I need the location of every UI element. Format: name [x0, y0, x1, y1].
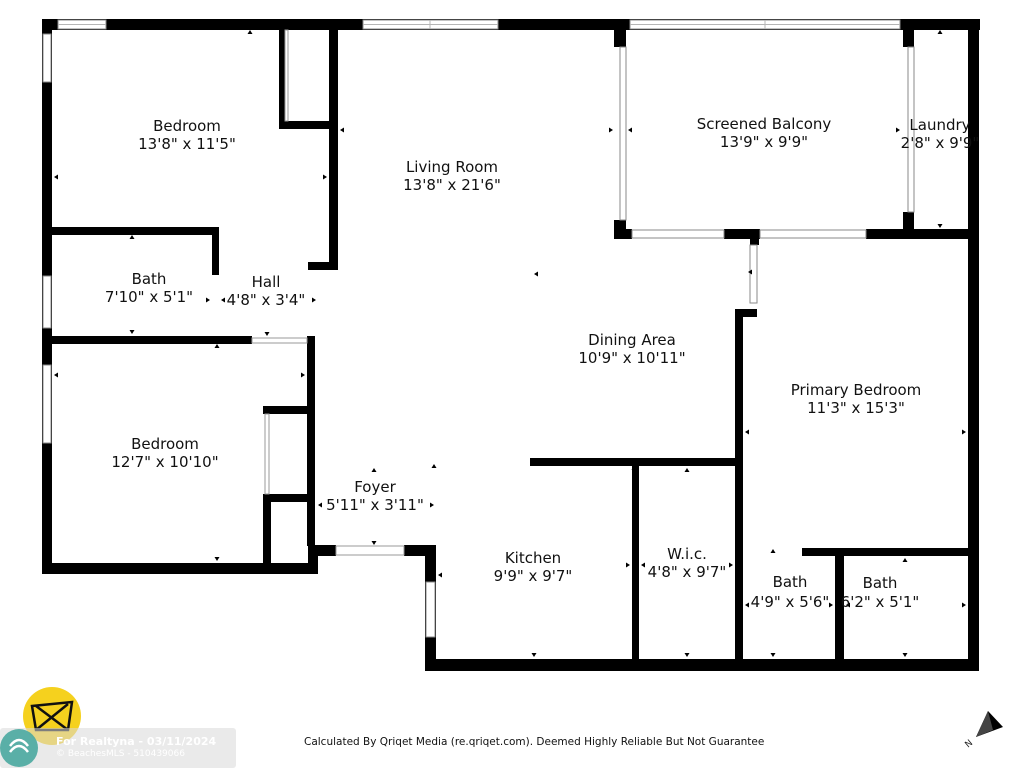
- room-foyer: Foyer 5'11" x 3'11": [326, 478, 424, 514]
- room-name: Screened Balcony: [697, 115, 832, 133]
- room-dining-area: Dining Area 10'9" x 10'11": [578, 331, 685, 367]
- room-dims: 6'2" x 5'1": [841, 593, 920, 611]
- room-wic: W.i.c. 4'8" x 9'7": [648, 545, 727, 581]
- room-dims: 4'8" x 3'4": [227, 291, 306, 309]
- room-dims: 13'8" x 21'6": [403, 176, 501, 194]
- dimension-ticks: [54, 30, 966, 657]
- room-name: Bedroom: [153, 117, 221, 135]
- room-name: Foyer: [354, 478, 396, 496]
- room-dims: 11'3" x 15'3": [807, 399, 905, 417]
- watermark-line-2: © BeachesMLS - 510439066: [56, 749, 185, 759]
- room-name: Bedroom: [131, 435, 199, 453]
- room-name: Bath: [773, 573, 808, 591]
- watermark-line-1: For Realtyna - 03/11/2024: [56, 735, 217, 748]
- room-bedroom-1: Bedroom 13'8" x 11'5": [138, 117, 236, 153]
- north-arrow-icon: N: [964, 711, 1003, 750]
- room-name: Bath: [863, 574, 898, 592]
- room-dims: 7'10" x 5'1": [105, 288, 193, 306]
- room-dims: 12'7" x 10'10": [111, 453, 218, 471]
- compass-label: N: [964, 738, 976, 750]
- room-name: Living Room: [406, 158, 498, 176]
- room-dims: 5'11" x 3'11": [326, 496, 424, 514]
- watermark: For Realtyna - 03/11/2024 © BeachesMLS -…: [0, 728, 236, 768]
- room-dims: 4'8" x 9'7": [648, 563, 727, 581]
- room-name: Dining Area: [588, 331, 676, 349]
- room-bath-1: Bath 7'10" x 5'1": [105, 270, 193, 306]
- room-name: Hall: [252, 273, 281, 291]
- room-dims: 2'8" x 9'9": [901, 134, 980, 152]
- room-hall: Hall 4'8" x 3'4": [227, 273, 306, 309]
- room-name: Laundry: [909, 116, 970, 134]
- room-bath-2: Bath 4'9" x 5'6": [751, 573, 830, 611]
- room-name: Bath: [132, 270, 167, 288]
- room-primary-bedroom: Primary Bedroom 11'3" x 15'3": [791, 381, 922, 417]
- room-bath-3: Bath 6'2" x 5'1": [841, 574, 920, 611]
- room-kitchen: Kitchen 9'9" x 9'7": [494, 549, 573, 585]
- doors: [251, 29, 405, 556]
- room-screened-balcony: Screened Balcony 13'9" x 9'9": [697, 115, 832, 151]
- realtyna-logo-icon: [0, 729, 38, 767]
- room-dims: 13'8" x 11'5": [138, 135, 236, 153]
- room-name: W.i.c.: [667, 545, 707, 563]
- windows: [42, 19, 915, 638]
- room-name: Kitchen: [505, 549, 561, 567]
- room-dims: 13'9" x 9'9": [720, 133, 808, 151]
- room-dims: 4'9" x 5'6": [751, 593, 830, 611]
- room-laundry: Laundry 2'8" x 9'9": [901, 116, 980, 152]
- footer-credit: Calculated By Qriqet Media (re.qriqet.co…: [304, 736, 764, 748]
- room-dims: 9'9" x 9'7": [494, 567, 573, 585]
- room-living-room: Living Room 13'8" x 21'6": [403, 158, 501, 194]
- room-name: Primary Bedroom: [791, 381, 922, 399]
- room-labels: Bedroom 13'8" x 11'5" Living Room 13'8" …: [105, 115, 979, 611]
- room-dims: 10'9" x 10'11": [578, 349, 685, 367]
- room-bedroom-2: Bedroom 12'7" x 10'10": [111, 435, 218, 471]
